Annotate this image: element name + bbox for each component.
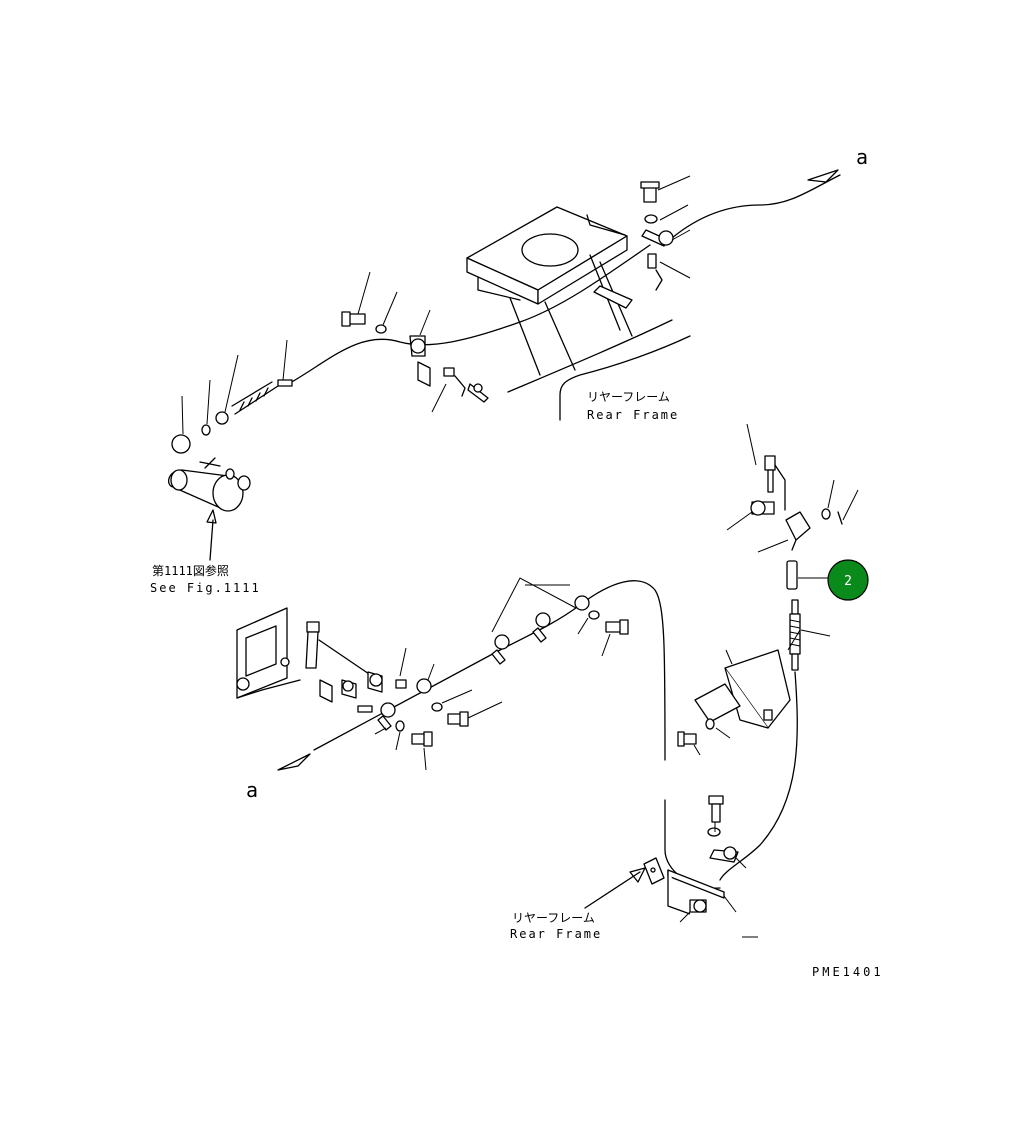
callout-number: 2 (844, 574, 852, 589)
rear-frame-arrowhead (629, 867, 646, 883)
cable-end-left (171, 339, 293, 454)
ref-jp: 第1111図参照 (152, 563, 229, 578)
upper-clamp-group (341, 271, 489, 413)
rear-frame-en-1: Rear Frame (587, 408, 679, 422)
ref-en: See Fig.1111 (150, 581, 261, 595)
rear-frame-en-2: Rear Frame (510, 927, 602, 941)
bracket-cover (677, 629, 801, 756)
lower-cable (277, 580, 721, 889)
lower-left-fasteners (395, 689, 503, 771)
lower-clamps (491, 577, 629, 665)
rear-frame-jp-1: リヤーフレーム (587, 390, 670, 404)
callout-2[interactable]: 2 (827, 559, 869, 601)
rear-frame-jp-2: リヤーフレーム (512, 911, 595, 925)
threaded-rod (719, 599, 831, 881)
callout-circle[interactable] (827, 559, 869, 601)
left-mount (236, 607, 435, 735)
label-a-top: a (856, 145, 868, 169)
upper-cable (289, 169, 841, 384)
drawing-code: PME1401 (812, 965, 884, 979)
upper-right-fasteners (640, 175, 691, 291)
cylinder-fig-1111 (167, 457, 251, 561)
lower-right-fasteners (643, 795, 758, 938)
pedestal-mount (466, 206, 633, 376)
rear-frame-arrow (584, 871, 641, 909)
rear-frame-top (507, 319, 691, 421)
lever-assembly (726, 423, 859, 590)
pedestal-bracket (593, 285, 633, 309)
label-a-bottom: a (246, 778, 258, 802)
